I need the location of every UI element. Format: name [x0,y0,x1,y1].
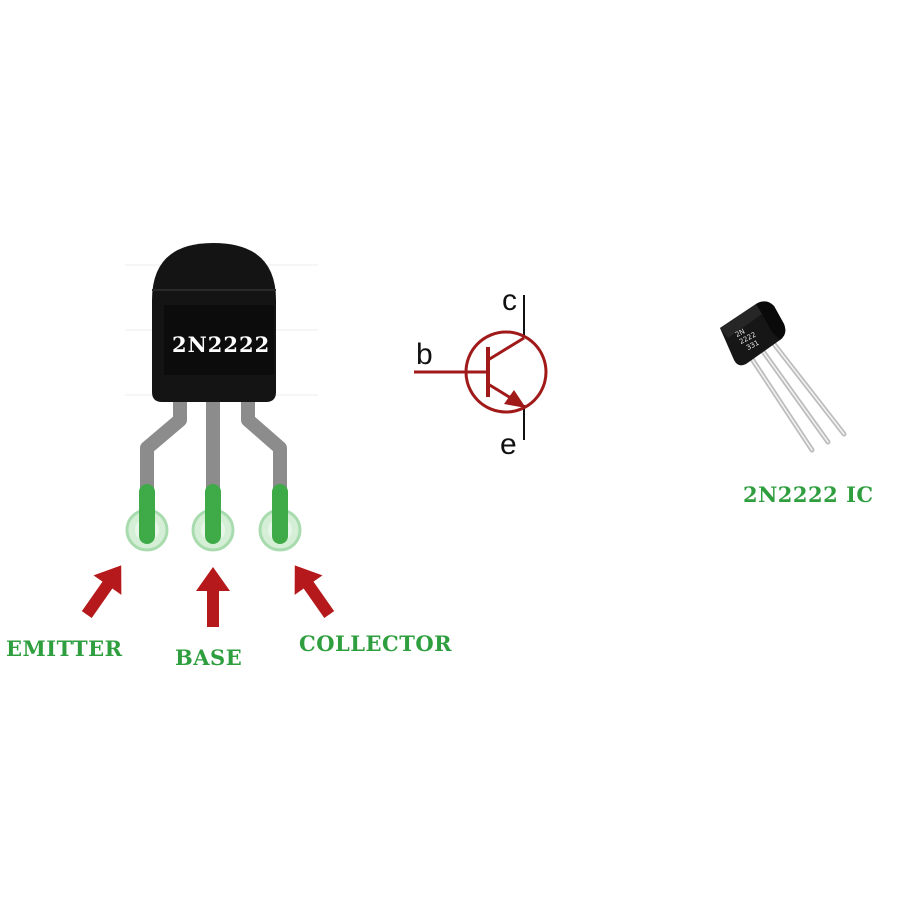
collector-diagonal [487,336,525,362]
emitter-arrowhead [504,390,526,408]
photo-legs [747,341,847,453]
green-lead-ends [139,484,288,544]
transistor-leads [140,395,287,500]
base-terminal-label: b [416,338,433,371]
transistor-drawing [81,243,335,627]
photo-legs-highlight [749,343,845,451]
photo-caption: 2N2222 IC [743,482,874,507]
transistor-diagram: 2N2222 EMITTER BASE COLLECTOR [0,0,460,700]
pin-arrows [81,565,335,627]
transistor-photo: 2N 2222 331 [700,290,890,470]
photo-body-face [720,304,762,338]
base-arrow [196,567,230,627]
transistor-photo-drawing [720,301,847,453]
emitter-label: EMITTER [6,636,123,661]
photo-body-curve [756,301,786,340]
emitter-arrow [81,565,122,619]
npn-symbol: c b e [400,280,580,480]
body-flat-face [164,305,274,375]
npn-symbol-drawing [414,295,548,440]
collector-terminal-label: c [502,284,517,317]
collector-label: COLLECTOR [299,631,453,656]
emitter-terminal-label: e [500,428,517,461]
body-part-number: 2N2222 [172,332,271,357]
base-label: BASE [175,645,243,670]
collector-arrow [294,565,335,619]
